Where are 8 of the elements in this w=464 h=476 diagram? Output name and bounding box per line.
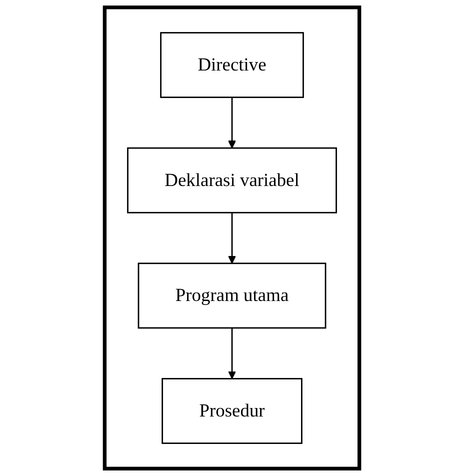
node-box: Directive bbox=[160, 32, 304, 98]
node-box: Deklarasi variabel bbox=[127, 147, 337, 214]
node-box: Prosedur bbox=[162, 378, 302, 444]
node-box: Program utama bbox=[138, 262, 326, 329]
arrow bbox=[228, 328, 236, 380]
arrow bbox=[228, 97, 236, 148]
cluster bbox=[102, 6, 362, 470]
arrow bbox=[228, 212, 236, 264]
